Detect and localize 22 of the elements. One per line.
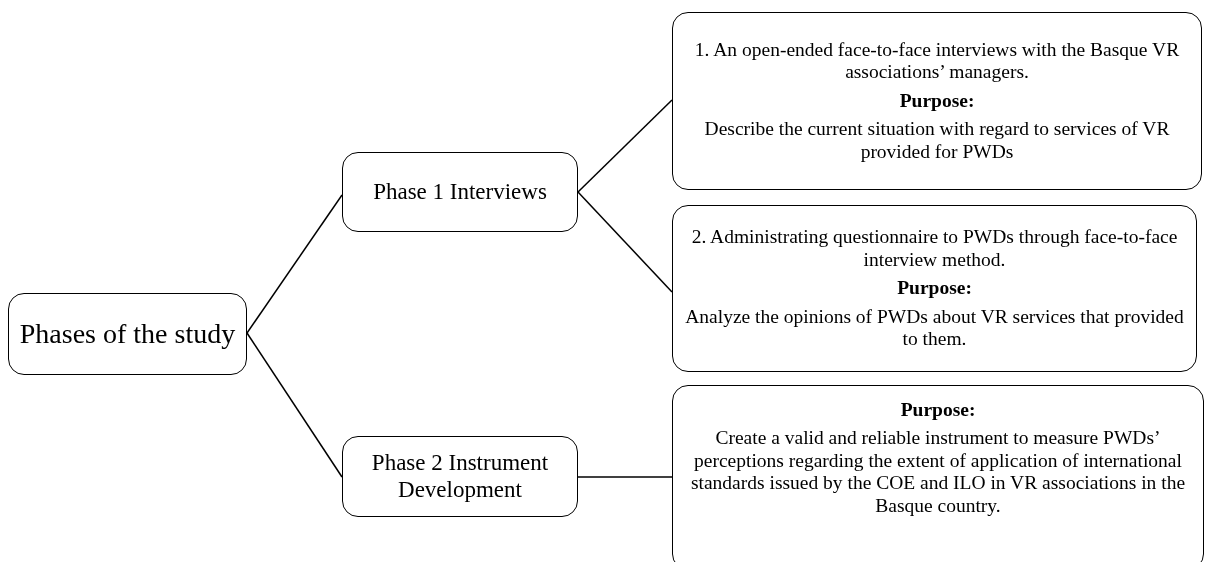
rounded-box	[8, 293, 247, 375]
rounded-box	[672, 385, 1204, 562]
connector-line	[577, 191, 673, 293]
connector-line	[577, 476, 673, 478]
box-text: Create a valid and reliable instrument to measure PWDs’ perceptions regarding the extent of application of international standards issued by the COE and ILO in VR associations in the Basque country.	[689, 427, 1187, 518]
rounded-box	[342, 436, 578, 517]
rounded-box	[672, 205, 1197, 372]
heading: Purpose:	[897, 277, 972, 300]
heading: Purpose:	[900, 399, 976, 422]
box-text: Phases of the study	[19, 317, 236, 351]
heading: Purpose:	[899, 89, 975, 113]
box-text: Phase 2 Instrument Development	[370, 450, 550, 503]
connector-line	[246, 332, 343, 478]
rounded-box	[342, 152, 578, 232]
box-text: Analyze the opinions of PWDs about VR services that provided to them.	[684, 305, 1185, 351]
connector-line	[246, 194, 343, 334]
box-text: 2. Administrating questionnaire to PWDs through face-to-face interview method.	[690, 226, 1179, 272]
box-text: 1. An open-ended face-to-face interviews with the Basque VR associations’ managers.	[693, 38, 1181, 84]
box-text: Phase 1 Interviews	[373, 178, 547, 206]
box-text: Describe the current situation with regard to services of VR provided for PWDs	[703, 118, 1171, 164]
connector-line	[577, 99, 673, 193]
rounded-box	[672, 12, 1202, 190]
